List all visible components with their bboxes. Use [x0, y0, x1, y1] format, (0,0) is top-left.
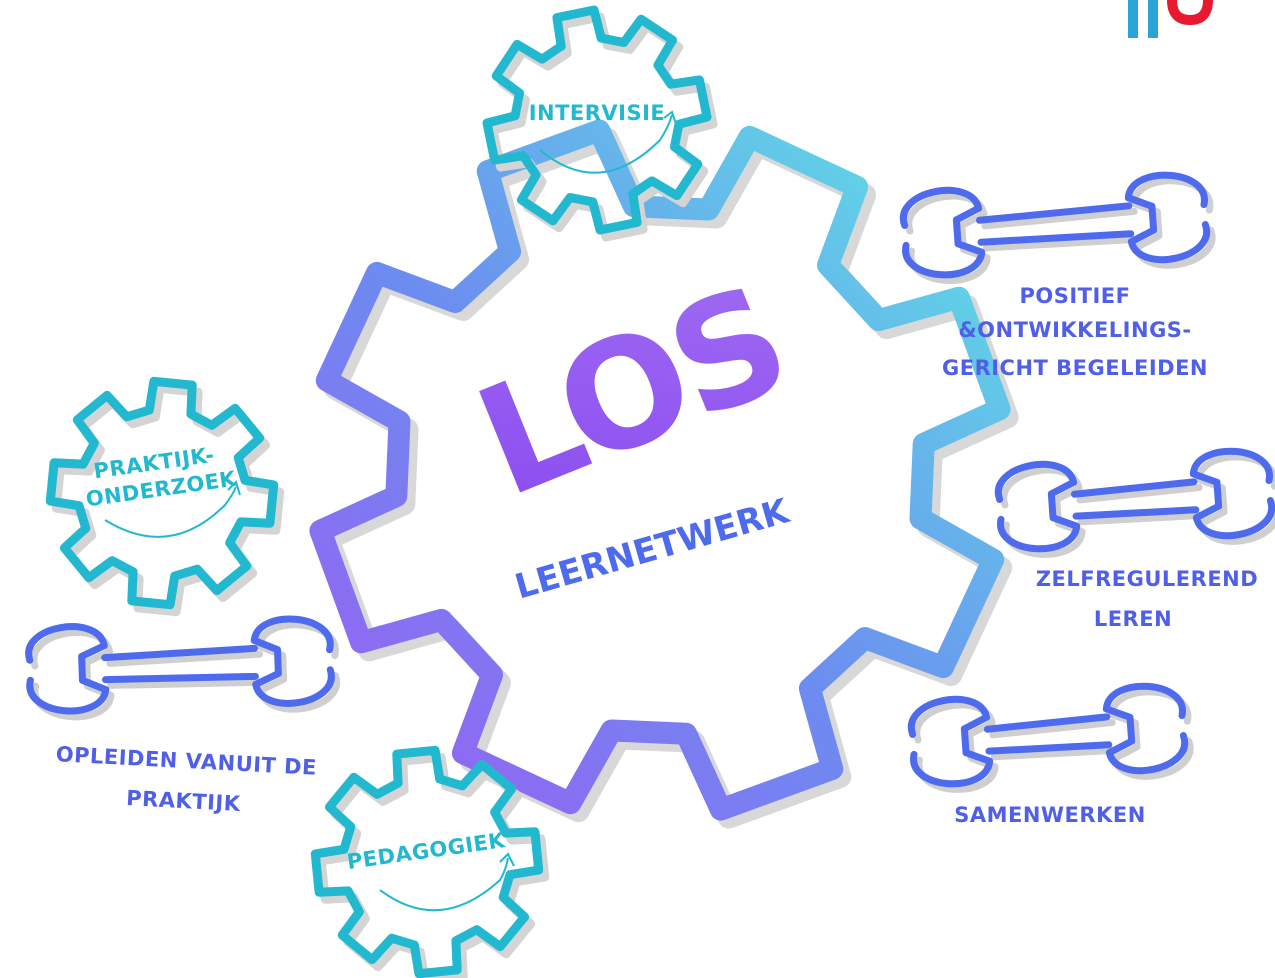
wrench-shadow [30, 621, 340, 721]
wrench-outline [899, 171, 1211, 279]
wrench-label-positief-3: GERICHT BEGELEIDEN [942, 356, 1208, 380]
wrench-icon [994, 447, 1275, 558]
wrench-label-zelfregulerend-2: LEREN [1094, 607, 1172, 631]
wrench-label-zelfregulerend-1: ZELFREGULEREND [1036, 567, 1258, 591]
wrench-label-samenwerken: SAMENWERKEN [954, 803, 1146, 827]
center-title: LOS [456, 254, 807, 531]
wrench-label-opleiden-2: PRAKTIJK [126, 786, 242, 816]
wrench-label-positief-2: &ONTWIKKELINGS- [958, 318, 1191, 342]
wrench-shadow [1000, 453, 1275, 558]
center-title-group: LOS LEERNETWERK [456, 254, 807, 607]
wrench-icon [907, 682, 1194, 793]
central-gear [309, 119, 1019, 829]
gear-label-pedagogiek: PEDAGOGIEK [346, 828, 507, 874]
gear-pedagogiek [310, 745, 550, 978]
gear-label-intervisie: INTERVISIE [529, 101, 666, 125]
wrench-shadow [913, 688, 1194, 793]
gear-outline [310, 745, 544, 978]
logo-mark [1128, 0, 1213, 38]
wrench-label-opleiden-1: OPLEIDEN VANUIT DE [55, 742, 317, 780]
wrench-outline [25, 615, 335, 715]
gear-outline [45, 376, 279, 610]
wrench-outline [907, 682, 1189, 788]
gear-outline [482, 5, 712, 235]
swoosh-arrow-intervisie [539, 110, 677, 174]
wrench-shadow [905, 177, 1216, 284]
gear-praktijkonderzoek [45, 376, 285, 617]
wrench-icon [25, 615, 340, 721]
gear-intervisie [482, 5, 718, 242]
wrench-label-positief-1: POSITIEF [1019, 284, 1130, 308]
wrench-icon [899, 171, 1216, 284]
swoosh-arrow-praktijk [104, 480, 241, 538]
swoosh-arrow-pedagogiek [379, 852, 515, 912]
wrench-outline [994, 447, 1275, 553]
